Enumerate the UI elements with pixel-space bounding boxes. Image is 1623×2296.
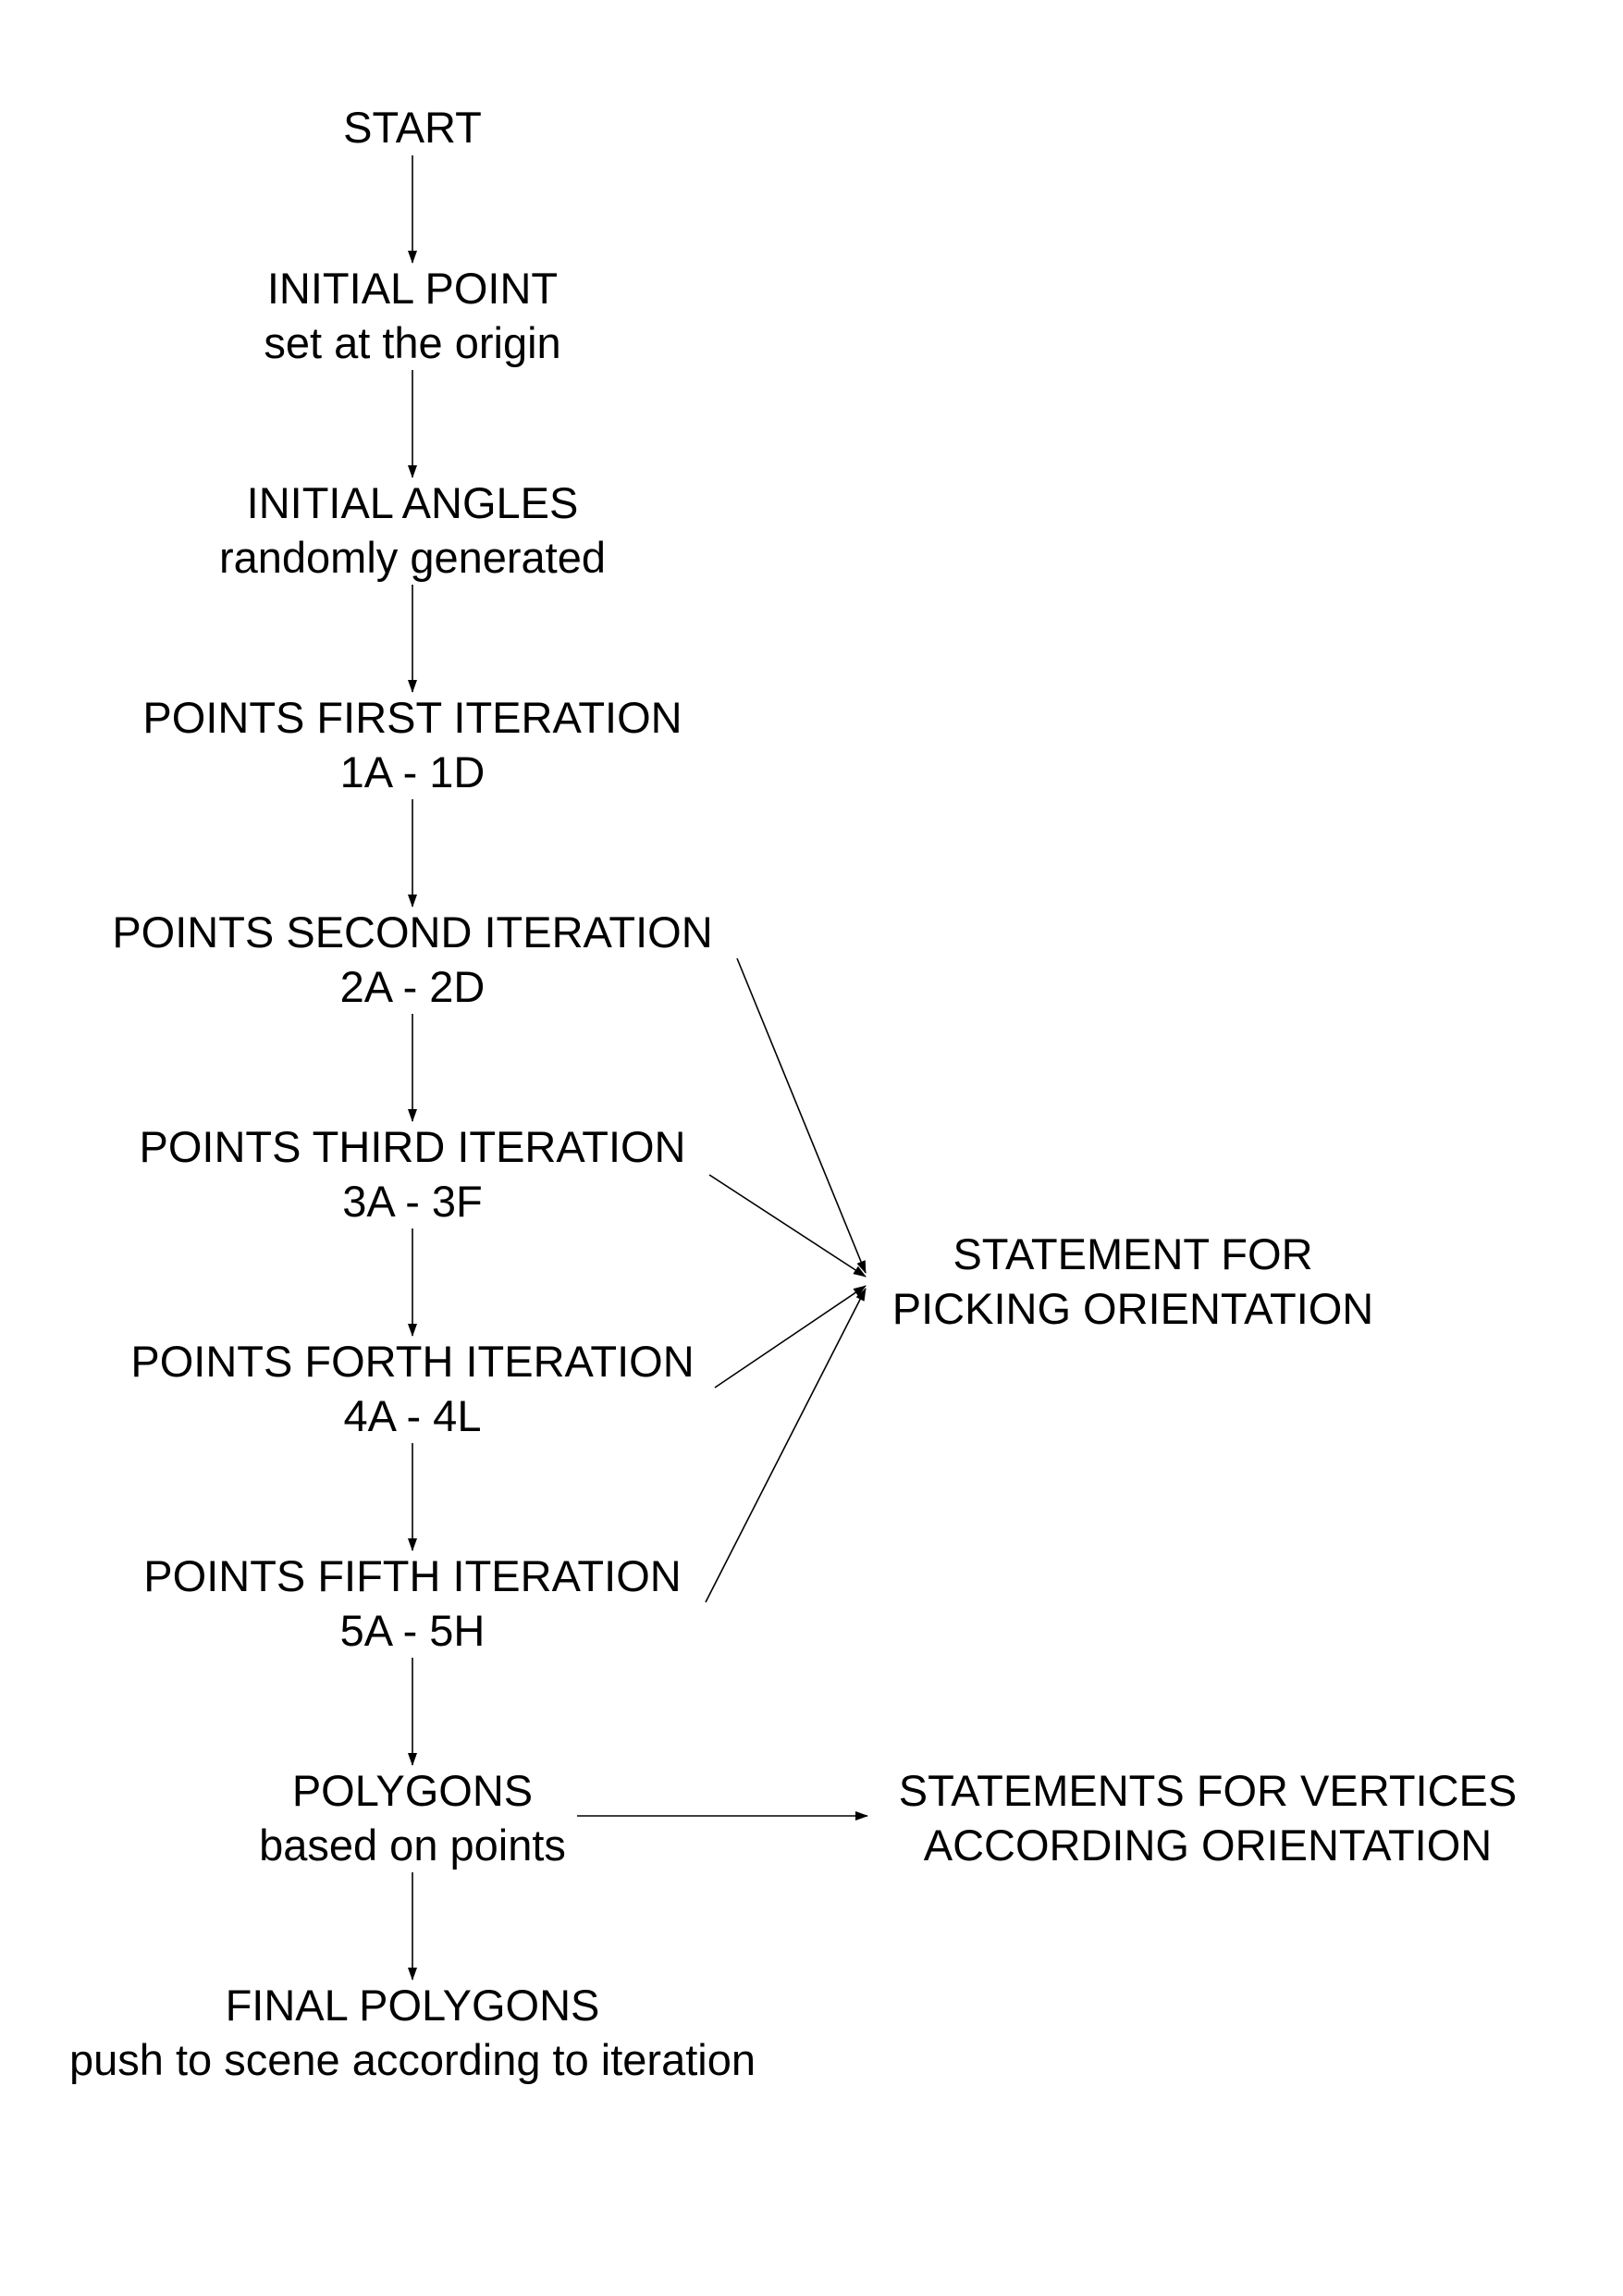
- node-final-polygons-title: FINAL POLYGONS: [225, 1981, 600, 2030]
- node-picking-orientation-line2: PICKING ORIENTATION: [891, 1284, 1374, 1333]
- node-points-forth: POINTS FORTH ITERATION 4A - 4L: [130, 1334, 694, 1443]
- node-points-fifth-range: 5A - 5H: [339, 1606, 486, 1655]
- node-points-second-title: POINTS SECOND ITERATION: [112, 907, 713, 957]
- node-picking-orientation: STATEMENT FOR PICKING ORIENTATION: [892, 1227, 1374, 1336]
- arrow-points-forth-to-picking-orientation: [714, 1285, 867, 1389]
- node-points-forth-range: 4A - 4L: [343, 1391, 482, 1440]
- node-points-third-range: 3A - 3F: [342, 1177, 483, 1226]
- node-initial-angles-subtitle: randomly generated: [218, 533, 607, 582]
- arrow-points-third-to-picking-orientation: [708, 1174, 867, 1278]
- node-points-first-title: POINTS FIRST ITERATION: [142, 693, 682, 742]
- node-vertices-orientation-line1: STATEMENTS FOR VERTICES: [898, 1766, 1518, 1815]
- node-polygons-title: POLYGONS: [291, 1766, 534, 1815]
- node-polygons-subtitle: based on points: [259, 1821, 566, 1870]
- node-points-fifth-title: POINTS FIFTH ITERATION: [143, 1551, 682, 1600]
- arrow-points-second-to-picking-orientation: [736, 957, 867, 1274]
- node-final-polygons-subtitle: push to scene according to iteration: [68, 2035, 756, 2084]
- node-points-fifth: POINTS FIFTH ITERATION 5A - 5H: [143, 1549, 681, 1658]
- node-points-first: POINTS FIRST ITERATION 1A - 1D: [142, 690, 682, 799]
- node-polygons: POLYGONS based on points: [259, 1763, 566, 1872]
- node-points-second-range: 2A - 2D: [339, 962, 486, 1011]
- node-points-second: POINTS SECOND ITERATION 2A - 2D: [112, 905, 712, 1014]
- node-picking-orientation-line1: STATEMENT FOR: [953, 1229, 1313, 1278]
- node-vertices-orientation-line2: ACCORDING ORIENTATION: [923, 1821, 1493, 1870]
- node-points-first-range: 1A - 1D: [339, 747, 486, 796]
- node-start: START: [343, 100, 482, 154]
- node-vertices-orientation: STATEMENTS FOR VERTICES ACCORDING ORIENT…: [899, 1763, 1518, 1872]
- node-initial-point-title: INITIAL POINT: [266, 264, 559, 313]
- node-points-third-title: POINTS THIRD ITERATION: [139, 1122, 686, 1171]
- node-initial-point-subtitle: set at the origin: [264, 318, 561, 367]
- node-initial-angles: INITIAL ANGLES randomly generated: [219, 475, 606, 585]
- node-initial-point: INITIAL POINT set at the origin: [264, 261, 560, 370]
- node-points-forth-title: POINTS FORTH ITERATION: [130, 1337, 695, 1386]
- node-final-polygons: FINAL POLYGONS push to scene according t…: [69, 1978, 756, 2087]
- node-start-title: START: [343, 103, 482, 152]
- node-initial-angles-title: INITIAL ANGLES: [246, 478, 579, 527]
- arrow-points-fifth-to-picking-orientation: [705, 1288, 867, 1603]
- node-points-third: POINTS THIRD ITERATION 3A - 3F: [139, 1119, 685, 1228]
